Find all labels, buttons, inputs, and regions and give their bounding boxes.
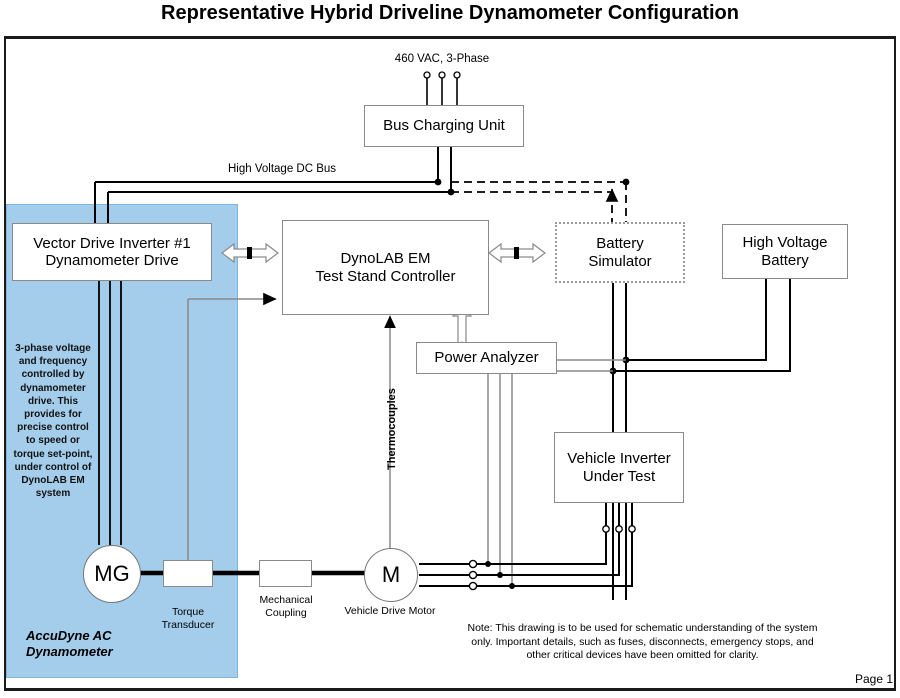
motor-label: M — [381, 562, 401, 587]
vehicle-drive-motor-label: Vehicle Drive Motor — [344, 605, 436, 617]
motor-phase-junctions — [485, 561, 515, 589]
bus-charging-unit-block[interactable]: Bus Charging Unit — [364, 105, 524, 147]
dynolab-controller-line2: Test Stand Controller — [315, 267, 456, 285]
analyzer-dc-sense-leads — [557, 359, 626, 372]
vehicle-inverter-under-test-block[interactable]: Vehicle Inverter Under Test — [554, 432, 684, 503]
vector-drive-inverter-block[interactable]: Vector Drive Inverter #1 Dynamometer Dri… — [12, 223, 212, 281]
vehicle-inverter-phase-output — [419, 503, 633, 587]
dynamometer-panel-title-line1: AccuDyne AC — [26, 628, 112, 643]
battery-simulator-line1: Battery — [596, 235, 644, 253]
inverter-output-terminals — [602, 525, 636, 533]
dc-bus-dashed-junction — [622, 178, 630, 186]
dynamometer-panel-note: 3-phase voltage and frequency controlled… — [13, 343, 93, 500]
dynamometer-panel-title-line2: Dynamometer — [26, 643, 113, 659]
vector-drive-inverter-line1: Vector Drive Inverter #1 — [33, 234, 191, 252]
high-voltage-battery-line1: High Voltage — [742, 234, 828, 252]
torque-transducer-block[interactable] — [163, 560, 213, 587]
bus-charging-unit-label: Bus Charging Unit — [383, 117, 505, 135]
vehicle-drive-motor-m[interactable]: M — [364, 548, 418, 602]
ac-supply-terminals — [423, 71, 461, 79]
title-divider-bottom — [4, 688, 896, 691]
thermocouples-label: Thermocouples — [386, 388, 398, 470]
torque-transducer-label: Torque Transducer — [161, 606, 215, 631]
hv-battery-output — [613, 279, 791, 372]
vehicle-inverter-line1: Vehicle Inverter — [567, 450, 671, 468]
schematic-note: Note: This drawing is to be used for sch… — [467, 622, 818, 662]
bus-charging-dc-leads — [437, 147, 452, 192]
mechanical-coupling-block[interactable] — [259, 560, 312, 587]
battery-simulator-line2: Simulator — [588, 252, 652, 270]
mechanical-coupling-label: Mechanical Coupling — [259, 594, 313, 619]
mg-label: MG — [94, 561, 130, 586]
page-border-right — [894, 36, 896, 688]
page-title: Representative Hybrid Driveline Dynamome… — [161, 2, 739, 24]
dynolab-test-stand-controller-block[interactable]: DynoLAB EM Test Stand Controller — [282, 220, 489, 315]
dynolab-controller-line1: DynoLAB EM — [340, 250, 431, 268]
title-divider-top — [4, 36, 896, 39]
analyzer-phase-sense-leads — [487, 374, 513, 586]
dyno-motor-phase-wires — [98, 281, 122, 545]
torque-signal-wire — [187, 292, 277, 560]
vehicle-inverter-line2: Under Test — [582, 467, 656, 485]
ac-supply-label: 460 VAC, 3-Phase — [394, 53, 490, 65]
dc-bus-dashed-extension — [451, 181, 627, 222]
power-analyzer-block[interactable]: Power Analyzer — [416, 342, 557, 374]
hv-dc-bus-label: High Voltage DC Bus — [228, 163, 337, 175]
motor-phase-terminals — [468, 559, 478, 591]
battery-simulator-block[interactable]: Battery Simulator — [555, 222, 685, 283]
comm-link-marker — [247, 247, 252, 259]
high-voltage-battery-line2: Battery — [761, 251, 809, 269]
ac-supply-leads — [426, 78, 458, 105]
comm-link-marker-2 — [514, 247, 519, 259]
page-number: Page 1 — [855, 672, 894, 686]
dynamometer-generator-mg[interactable]: MG — [83, 545, 141, 603]
power-analyzer-label: Power Analyzer — [434, 349, 539, 367]
page-border-left — [4, 36, 6, 688]
dynamometer-panel-title: AccuDyne AC Dynamometer — [26, 628, 176, 660]
high-voltage-battery-block[interactable]: High Voltage Battery — [722, 224, 848, 279]
vector-drive-inverter-line2: Dynamometer Drive — [45, 252, 179, 269]
